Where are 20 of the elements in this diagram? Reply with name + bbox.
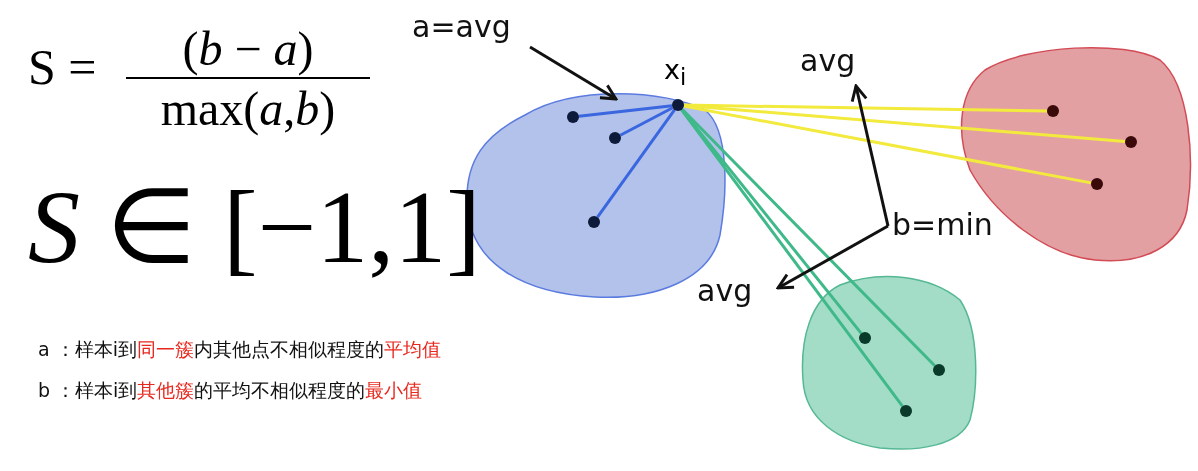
connector-line [596,109,676,218]
annotation-text: avg [697,274,753,308]
note-text: a ：样本i到同一簇内其他点不相似程度的平均值 [38,337,441,361]
point-label: x$_{i}$ [664,55,687,93]
connector-line [681,108,936,367]
connector-line [680,108,904,408]
annotation-text: b=min [892,208,993,242]
formula-text: (b − a) [181,22,315,75]
arrow [850,84,890,227]
annotation-text: avg [800,44,856,78]
arrow [776,224,889,290]
connector-line [578,104,673,118]
formula-text: S = [28,40,97,95]
note-text: b ：样本i到其他簇的平均不相似程度的最小值 [38,378,423,402]
connector-line [619,106,674,137]
annotation-text: a=avg [412,10,511,44]
formula-text: S ∈ [−1,1] [28,170,481,284]
connector-line [683,104,1092,185]
arrow [529,45,618,101]
formula-text: max(a,b) [159,82,337,135]
